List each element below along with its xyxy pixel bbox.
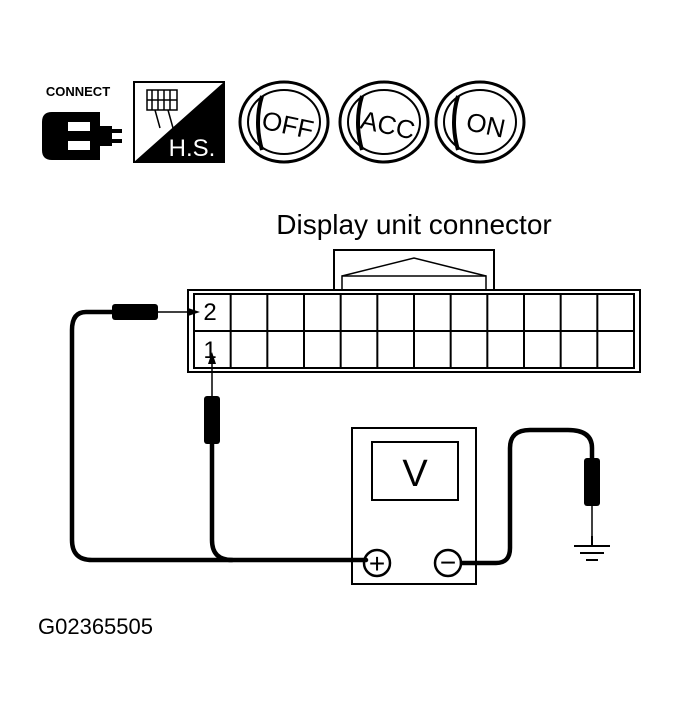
connect-label: CONNECT: [46, 84, 110, 99]
ground-symbol-icon: [574, 536, 610, 561]
connector-title: Display unit connector: [276, 209, 551, 240]
wire-terminal-2: [69, 309, 369, 563]
probe-ground: [584, 458, 600, 536]
voltmeter: V + −: [351, 427, 477, 585]
figure-id: G02365505: [38, 614, 153, 639]
plus-terminal-label: +: [369, 548, 385, 579]
probe-terminal-1: [204, 352, 220, 444]
harness-side-label: H.S.: [169, 135, 216, 162]
pin-2-label: 2: [203, 299, 216, 326]
connect-icon: CONNECT: [42, 84, 122, 160]
key-acc-label: ACC: [358, 105, 418, 146]
ignition-key-on-icon: ON: [434, 80, 526, 164]
key-on-label: ON: [464, 106, 508, 143]
wire-ground: [459, 427, 595, 566]
ignition-key-acc-icon: ACC: [338, 80, 430, 164]
wire-terminal-1: [209, 441, 235, 563]
probe-terminal-2: [112, 304, 200, 320]
key-off-label: OFF: [259, 105, 316, 145]
harness-side-icon: H.S.: [133, 81, 225, 163]
minus-terminal-label: −: [440, 547, 456, 578]
ignition-key-off-icon: OFF: [238, 80, 330, 164]
display-unit-connector: [187, 249, 641, 373]
voltmeter-display-label: V: [402, 453, 428, 495]
plus-terminal-icon: [362, 548, 392, 578]
